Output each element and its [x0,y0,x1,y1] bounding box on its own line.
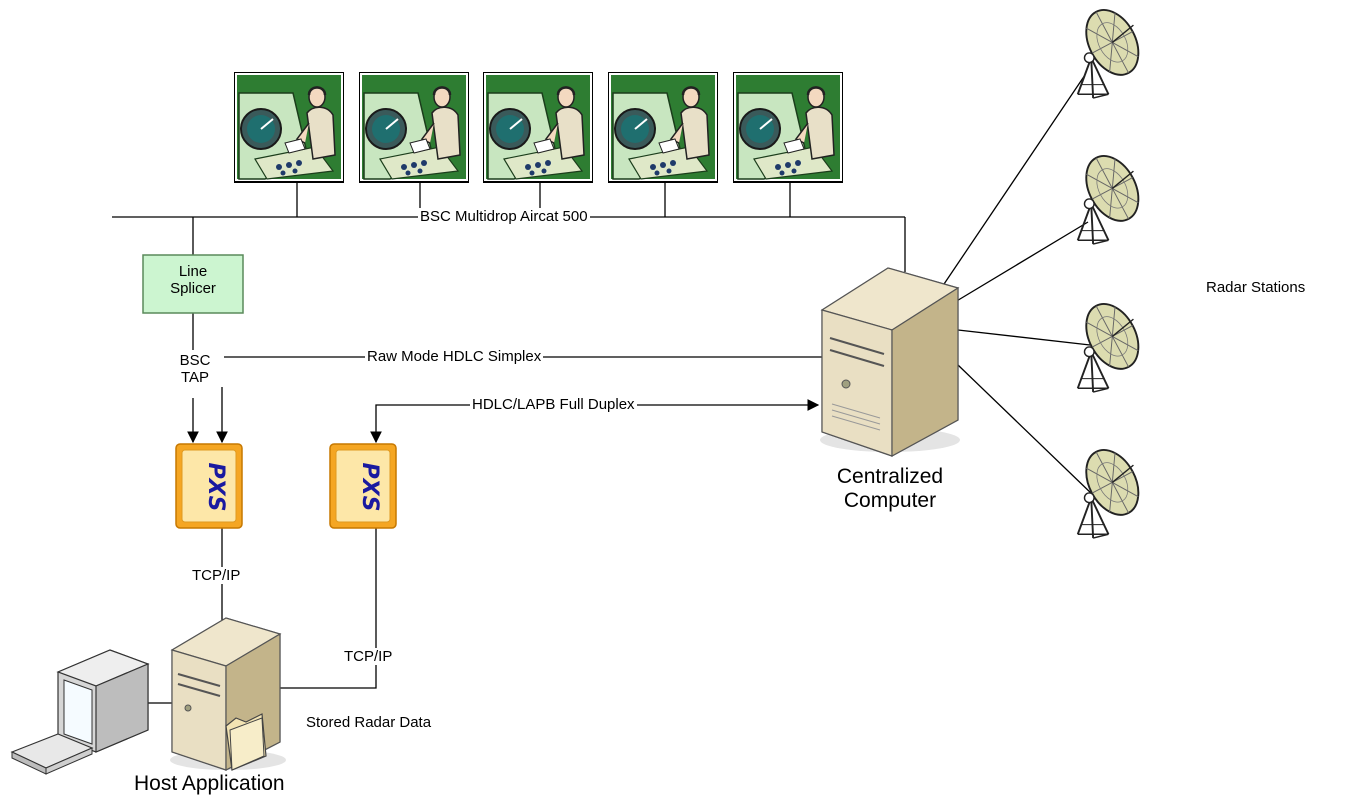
operator-station-3-icon [483,72,593,183]
pxs-label-right: PXS [357,463,382,512]
pxs-device-right: PXS [329,443,397,529]
operator-stations [234,72,843,183]
folder-icon [225,713,267,771]
host-server-icon [170,617,286,771]
radar-stations-label: Radar Stations [1206,279,1306,296]
radar-dish-1-icon [1074,4,1150,100]
bsc-tap-label-line1: BSC [179,352,211,369]
operator-station-5-icon [733,72,843,183]
bus-label: BSC Multidrop Aircat 500 [418,208,590,226]
hdlc-lapb-label: HDLC/LAPB Full Duplex [470,396,637,414]
host-application-label: Host Application [134,772,285,795]
keyboard-icon [10,733,94,775]
operator-station-1-icon [234,72,344,183]
tcpip-right-label: TCP/IP [342,648,395,666]
line-splicer-label-line1: Line [178,263,208,280]
line-splicer-label-line2: Splicer [170,280,216,298]
radar-dish-3-icon [1074,298,1150,394]
radar-dishes [1074,4,1150,540]
pxs-label-left: PXS [203,463,228,512]
desktop-monitor-icon [56,649,150,753]
centralized-label-line2: Computer [843,489,937,513]
line-splicer-box [142,254,244,314]
centralized-computer-label: Centralized Computer [808,465,972,513]
operator-station-4-icon [608,72,718,183]
radar-dish-2-icon [1074,150,1150,246]
stored-radar-data-label: Stored Radar Data [306,714,432,731]
raw-mode-label: Raw Mode HDLC Simplex [365,348,544,366]
centralized-label-line1: Centralized [836,465,944,488]
bsc-tap-label-line2: TAP [180,369,210,387]
tcpip-left-label: TCP/IP [190,567,243,585]
pxs-device-left: PXS [175,443,243,529]
operator-station-2-icon [359,72,469,183]
line-splicer-label: Line Splicer [143,263,243,298]
bsc-tap-label: BSC TAP [166,352,224,387]
centralized-computer-icon [820,267,960,458]
